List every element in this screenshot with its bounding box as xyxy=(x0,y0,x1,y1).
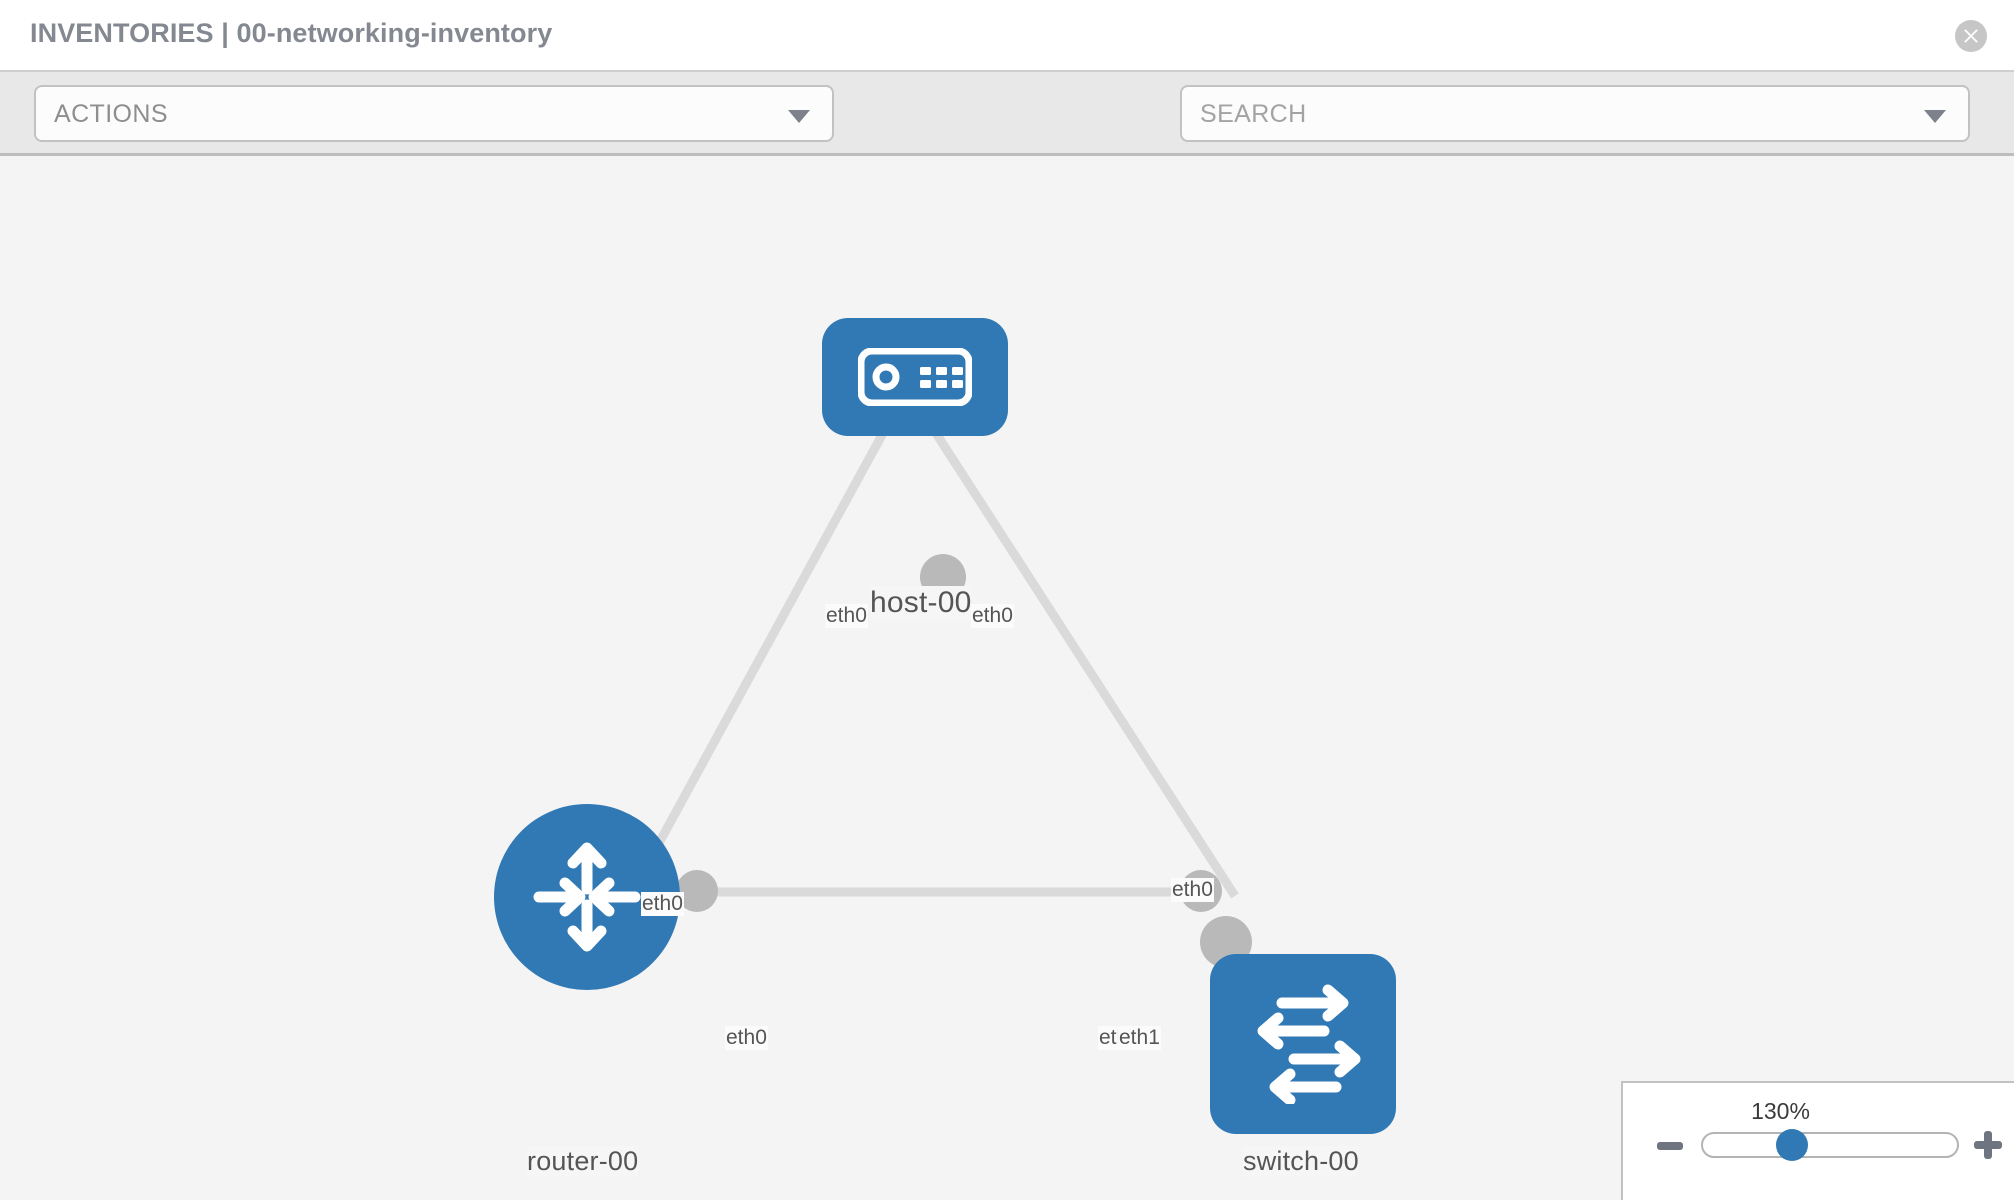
edge-label-switch-eth0-up: eth0 xyxy=(1171,878,1214,902)
server-icon xyxy=(858,348,972,406)
zoom-level-value: 130% xyxy=(1751,1098,1810,1124)
node-label-switch-00: switch-00 xyxy=(1243,1146,1359,1177)
node-label-router-00: router-00 xyxy=(527,1146,639,1177)
zoom-out-button[interactable] xyxy=(1657,1142,1683,1150)
zoom-slider-track[interactable] xyxy=(1701,1132,1959,1158)
actions-dropdown-label: ACTIONS xyxy=(54,100,168,128)
topology-edges xyxy=(626,421,1239,899)
search-placeholder: SEARCH xyxy=(1200,100,1307,128)
page-title: INVENTORIES | 00-networking-inventory xyxy=(30,18,553,48)
toolbar: ACTIONS SEARCH xyxy=(0,70,2014,200)
topology-canvas[interactable]: host-00 eth0 eth0 xyxy=(0,156,2014,1200)
chevron-down-icon[interactable] xyxy=(1924,110,1946,123)
zoom-slider-thumb[interactable] xyxy=(1776,1129,1808,1161)
search-input[interactable]: SEARCH xyxy=(1180,85,1970,142)
edge-label-router-eth0-right: eth0 xyxy=(725,1026,768,1050)
page-header: INVENTORIES | 00-networking-inventory xyxy=(0,0,2014,70)
close-icon[interactable] xyxy=(1955,20,1987,52)
edge-label-host-eth0-right: eth0 xyxy=(971,604,1014,628)
host-00-shape xyxy=(822,318,1008,436)
chevron-down-icon xyxy=(788,110,810,123)
router-arrows-icon xyxy=(533,842,641,952)
switch-00-shape xyxy=(1210,954,1396,1134)
node-switch-00[interactable] xyxy=(1210,954,1396,1134)
edge-label-switch-eth1: eth1 xyxy=(1118,1026,1161,1050)
zoom-control-panel: 130% xyxy=(1621,1081,2014,1200)
edge-label-router-eth0-up: eth0 xyxy=(641,892,684,916)
node-host-00[interactable] xyxy=(822,318,1008,436)
zoom-in-button[interactable] xyxy=(1974,1131,2002,1159)
switch-arrows-icon xyxy=(1257,984,1361,1104)
actions-dropdown[interactable]: ACTIONS xyxy=(34,85,834,142)
edge-label-host-eth0-left: eth0 xyxy=(825,604,868,628)
node-label-host-00: host-00 xyxy=(870,586,972,620)
